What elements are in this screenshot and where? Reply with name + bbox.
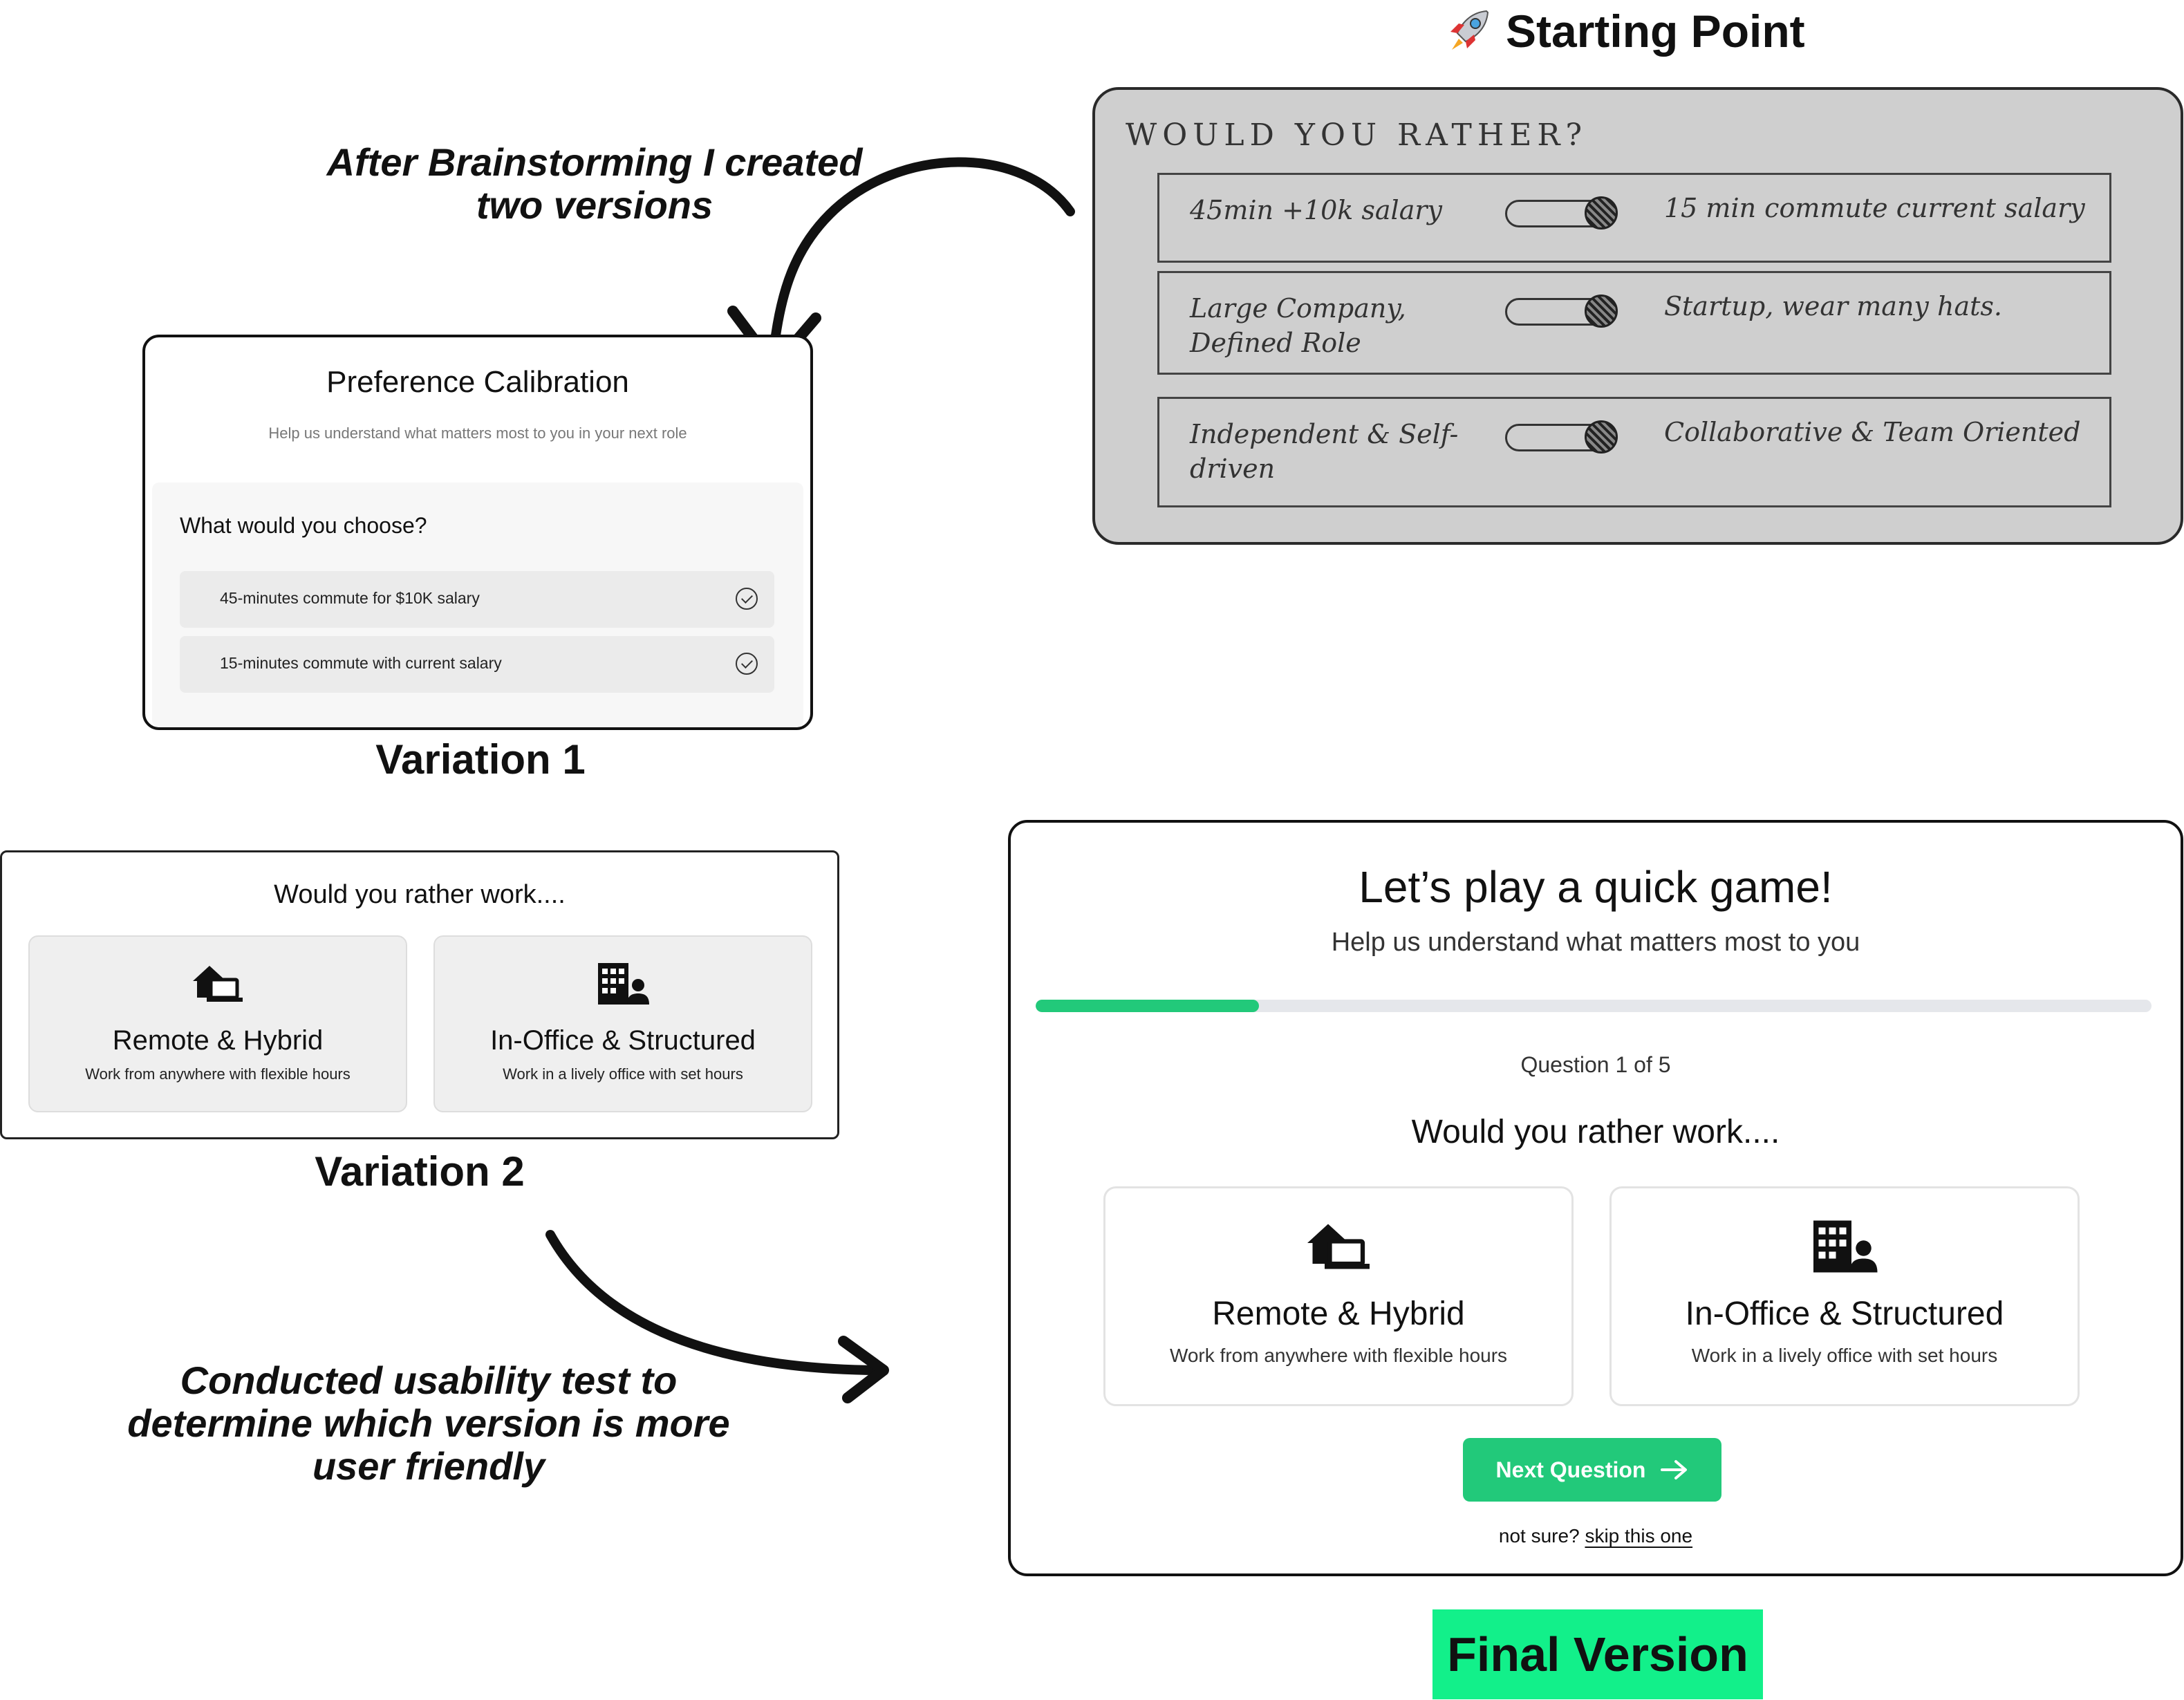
variation1-option[interactable]: 15-minutes commute with current salary (180, 636, 774, 693)
check-circle-icon (736, 653, 758, 675)
card-title: Remote & Hybrid (112, 1025, 324, 1056)
rocket-icon (1450, 10, 1489, 50)
variation1-card: Preference Calibration Help us understan… (142, 335, 813, 730)
card-subtitle: Work in a lively office with set hours (503, 1065, 743, 1083)
sketch-row-right: Collaborative & Team Oriented (1664, 417, 2081, 447)
variation2-label: Variation 2 (315, 1148, 525, 1195)
sketch-toggle (1505, 196, 1618, 230)
sketch-row-left: Independent & Self-driven (1190, 419, 1459, 484)
final-version-label: Final Version (1432, 1609, 1763, 1699)
sketch-row-right: 15 min commute current salary (1664, 193, 2085, 223)
variation1-question: What would you choose? (180, 513, 427, 538)
card-subtitle: Work from anywhere with flexible hours (85, 1065, 351, 1083)
next-question-label: Next Question (1495, 1457, 1646, 1482)
final-version-card: Let’s play a quick game! Help us underst… (1008, 820, 2183, 1576)
sketch-photo: WOULD YOU RATHER? 45min +10k salary 15 m… (1092, 87, 2183, 545)
usability-caption: Conducted usability test to determine wh… (127, 1358, 730, 1488)
progress-bar (1036, 1000, 2152, 1012)
variation1-subtitle: Help us understand what matters most to … (268, 424, 687, 442)
final-title: Let’s play a quick game! (1359, 862, 1833, 912)
sketch-toggle (1505, 295, 1618, 328)
next-question-button[interactable]: Next Question (1463, 1438, 1721, 1502)
variation2-option-office[interactable]: In-Office & Structured Work in a lively … (433, 935, 812, 1112)
variation2-option-remote[interactable]: Remote & Hybrid Work from anywhere with … (28, 935, 407, 1112)
card-subtitle: Work in a lively office with set hours (1691, 1345, 1998, 1366)
check-circle-icon (736, 588, 758, 610)
variation2-question: Would you rather work.... (274, 880, 566, 909)
arrow-right-icon (1661, 1460, 1688, 1479)
starting-point-heading: Starting Point (1445, 0, 1805, 62)
variation2-card: Would you rather work.... Remote & Hybri… (0, 850, 839, 1139)
office-building-person-icon (1810, 1219, 1879, 1274)
skip-row: not sure? skip this one (1011, 1525, 2181, 1547)
skip-link[interactable]: skip this one (1585, 1525, 1693, 1547)
card-title: In-Office & Structured (490, 1025, 756, 1056)
variation1-title: Preference Calibration (326, 365, 629, 399)
sketch-heading: WOULD YOU RATHER? (1126, 118, 1588, 153)
variation1-question-panel: What would you choose? 45-minutes commut… (152, 483, 803, 727)
card-subtitle: Work from anywhere with flexible hours (1169, 1345, 1508, 1366)
skip-prefix: not sure? (1498, 1525, 1580, 1547)
curved-arrow-icon (545, 1230, 889, 1403)
final-question: Would you rather work.... (1411, 1114, 1780, 1150)
variation1-option[interactable]: 45-minutes commute for $10K salary (180, 571, 774, 628)
sketch-row-left: 45min +10k salary (1190, 195, 1442, 225)
office-building-person-icon (595, 962, 651, 1006)
sketch-row-left: Large Company, Defined Role (1190, 293, 1406, 358)
brainstorm-caption: After Brainstorming I created two versio… (326, 140, 863, 227)
home-laptop-icon (190, 962, 245, 1006)
final-option-remote[interactable]: Remote & Hybrid Work from anywhere with … (1103, 1186, 1574, 1406)
progress-bar-fill (1036, 1000, 1259, 1012)
option-label: 45-minutes commute for $10K salary (220, 589, 480, 607)
sketch-row-right: Startup, wear many hats. (1664, 291, 2002, 321)
question-count: Question 1 of 5 (1520, 1052, 1671, 1077)
home-laptop-icon (1304, 1219, 1373, 1274)
card-title: In-Office & Structured (1685, 1296, 2004, 1332)
variation1-label: Variation 1 (375, 736, 586, 783)
sketch-row: Independent & Self-driven Collaborative … (1157, 397, 2111, 507)
starting-point-title: Starting Point (1506, 6, 1805, 57)
sketch-toggle (1505, 420, 1618, 454)
sketch-row: Large Company, Defined Role Startup, wea… (1157, 271, 2111, 375)
final-option-office[interactable]: In-Office & Structured Work in a lively … (1609, 1186, 2080, 1406)
option-label: 15-minutes commute with current salary (220, 654, 502, 672)
card-title: Remote & Hybrid (1212, 1296, 1465, 1332)
final-subtitle: Help us understand what matters most to … (1331, 928, 1860, 957)
sketch-row: 45min +10k salary 15 min commute current… (1157, 173, 2111, 263)
